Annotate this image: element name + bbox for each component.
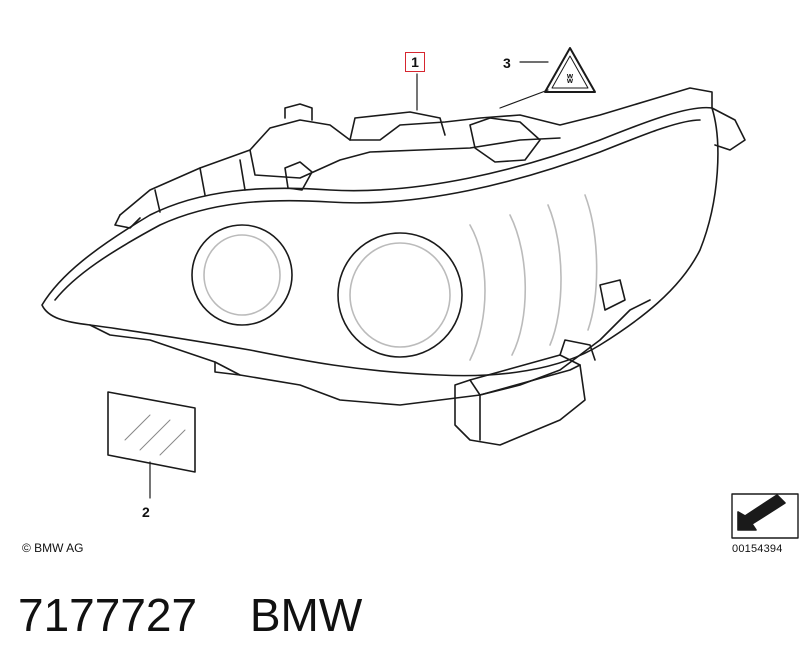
footer: 7177727 BMW xyxy=(18,588,362,642)
leader-line-3b xyxy=(499,89,549,109)
part-number: 7177727 xyxy=(18,589,198,641)
drawing-number: 00154394 xyxy=(732,543,783,555)
svg-text:ʬ: ʬ xyxy=(567,72,574,86)
brand-name: BMW xyxy=(249,589,363,641)
warning-triangle-icon: ʬ xyxy=(544,47,596,93)
ballast-unit xyxy=(454,354,586,446)
callout-item-3: 3 xyxy=(503,55,511,71)
headlight-assembly xyxy=(41,87,746,446)
headlight-exploded-diagram: ʬ xyxy=(41,47,799,539)
headlight-lens xyxy=(41,106,719,377)
protective-film xyxy=(107,391,196,473)
copyright-notice: © BMW AG xyxy=(22,541,84,555)
arrow-icon xyxy=(731,493,799,539)
callout-item-2: 2 xyxy=(142,504,150,520)
callout-item-1: 1 xyxy=(405,52,425,72)
